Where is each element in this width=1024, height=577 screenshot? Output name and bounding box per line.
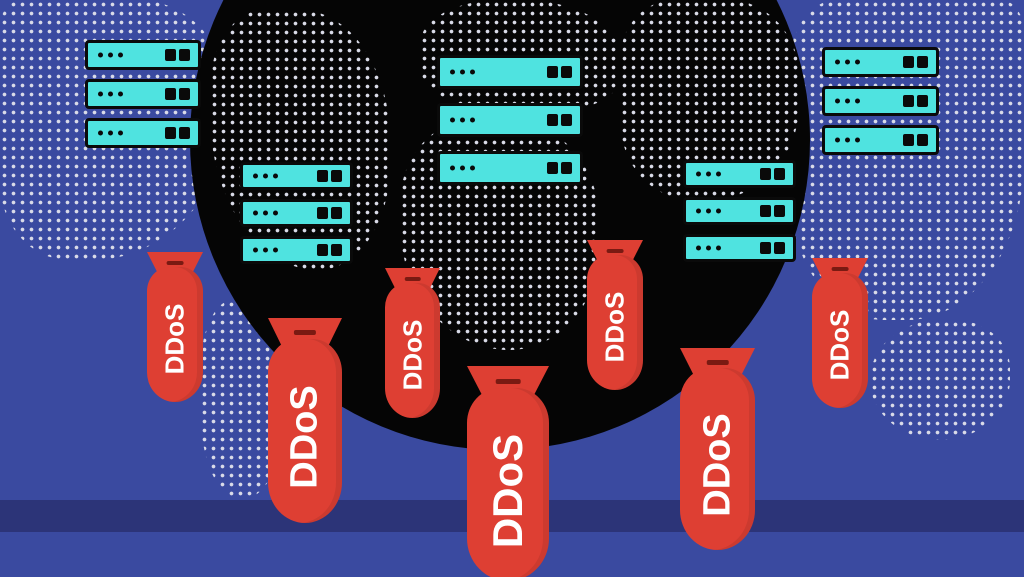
server-rack [683,234,796,262]
server-rack [240,162,353,190]
server-group-2 [240,162,353,264]
server-rack [85,79,201,109]
bomb-label: DDoS [484,433,531,548]
bomb-label: DDoS [599,291,630,363]
ddos-bomb-3: DDoS [385,268,440,418]
ddos-bomb-4: DDoS [467,366,549,577]
bomb-label: DDoS [696,413,738,517]
ddos-bomb-6: DDoS [680,348,755,550]
server-group-5 [822,47,939,155]
server-rack [437,55,583,89]
server-rack [683,160,796,188]
server-rack [240,199,353,227]
bomb-label: DDoS [283,385,326,489]
ddos-bomb-7: DDoS [812,258,868,408]
map-dots-australia [870,320,1010,440]
server-rack [437,151,583,185]
server-rack [437,103,583,137]
server-rack [683,197,796,225]
server-rack [85,40,201,70]
server-rack [822,86,939,116]
server-group-3 [437,55,583,185]
server-group-4 [683,160,796,262]
bomb-label: DDoS [824,309,855,381]
bomb-label: DDoS [397,319,427,391]
ddos-bomb-5: DDoS [587,240,643,390]
server-group-1 [85,40,201,148]
ddos-bomb-2: DDoS [268,318,342,523]
server-rack [822,47,939,77]
server-rack [822,125,939,155]
bomb-label: DDoS [159,303,190,375]
ddos-bomb-1: DDoS [147,252,203,402]
server-rack [240,236,353,264]
server-rack [85,118,201,148]
